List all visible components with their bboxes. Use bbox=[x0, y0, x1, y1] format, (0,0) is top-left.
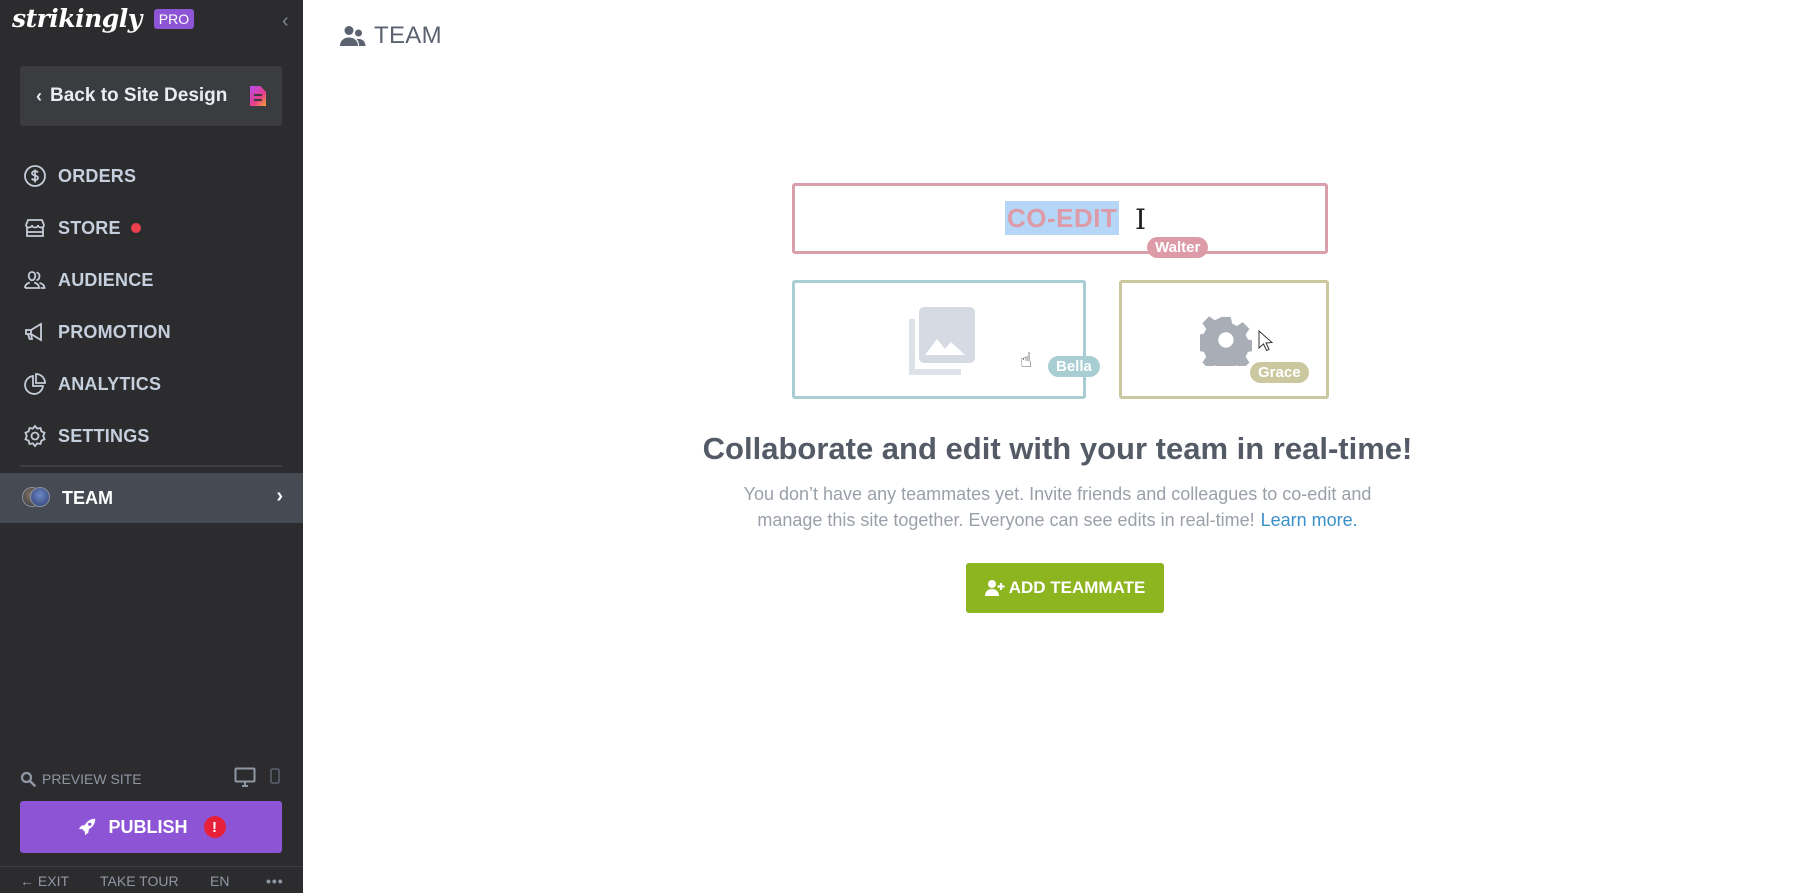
sidebar-item-label: TEAM bbox=[62, 487, 113, 508]
sidebar-item-team[interactable]: TEAM › bbox=[0, 473, 303, 523]
sidebar-item-label: PROMOTION bbox=[58, 321, 171, 342]
description-text: You don’t have any teammates yet. Invite… bbox=[743, 484, 1372, 530]
dollar-circle-icon bbox=[22, 163, 48, 189]
coedit-illustration-image-box: ☝ Bella bbox=[792, 280, 1100, 399]
brand: strikingly PRO bbox=[12, 4, 195, 33]
footer-divider bbox=[0, 866, 303, 867]
empty-state-headline: Collaborate and edit with your team in r… bbox=[702, 431, 1413, 466]
sidebar-item-promotion[interactable]: PROMOTION bbox=[0, 306, 303, 358]
mobile-icon[interactable] bbox=[270, 768, 280, 784]
sidebar-item-orders[interactable]: ORDERS bbox=[0, 150, 303, 202]
sidebar-footer: ← EXIT TAKE TOUR EN ••• bbox=[20, 870, 284, 892]
publish-button[interactable]: PUBLISH ! bbox=[20, 801, 282, 853]
sidebar-nav: ORDERS STORE AUDIENCE PROMOTION bbox=[0, 150, 303, 462]
publish-label: PUBLISH bbox=[108, 816, 188, 837]
alert-icon: ! bbox=[203, 816, 226, 838]
back-button-label: Back to Site Design bbox=[50, 85, 228, 106]
add-user-icon bbox=[984, 580, 1005, 596]
user-tag-bella: Bella bbox=[1048, 356, 1100, 377]
exit-button[interactable]: ← EXIT bbox=[20, 873, 70, 889]
gear-icon bbox=[22, 423, 48, 449]
avatar bbox=[30, 487, 50, 507]
sidebar-item-label: ANALYTICS bbox=[58, 373, 162, 394]
text-cursor-icon: I bbox=[1135, 203, 1147, 236]
more-options-icon[interactable]: ••• bbox=[266, 873, 284, 889]
pie-chart-icon bbox=[22, 371, 48, 397]
gear-icon bbox=[1200, 316, 1252, 366]
users-icon bbox=[22, 267, 48, 293]
add-teammate-button[interactable]: ADD TEAMMATE bbox=[966, 563, 1164, 613]
search-icon bbox=[20, 771, 36, 787]
back-to-site-design-button[interactable]: ‹ Back to Site Design bbox=[20, 66, 282, 126]
team-avatars-icon bbox=[22, 487, 52, 509]
language-selector[interactable]: EN bbox=[210, 873, 230, 889]
notification-dot bbox=[130, 223, 141, 233]
user-tag-grace: Grace bbox=[1250, 362, 1309, 383]
arrow-cursor-icon bbox=[1258, 330, 1274, 352]
store-icon bbox=[22, 215, 48, 241]
rocket-icon bbox=[79, 818, 96, 836]
document-icon bbox=[250, 86, 266, 106]
sidebar-item-settings[interactable]: SETTINGS bbox=[0, 410, 303, 462]
take-tour-button[interactable]: TAKE TOUR bbox=[100, 873, 179, 889]
sidebar-item-analytics[interactable]: ANALYTICS bbox=[0, 358, 303, 410]
hand-cursor-icon: ☝ bbox=[1020, 350, 1033, 372]
coedit-illustration-settings-box: Grace bbox=[1119, 280, 1329, 399]
empty-state-description: You don’t have any teammates yet. Invite… bbox=[0, 481, 1812, 533]
sidebar-item-audience[interactable]: AUDIENCE bbox=[0, 254, 303, 306]
page-header: TEAM bbox=[340, 22, 442, 50]
collapse-sidebar-icon[interactable]: ‹ bbox=[282, 10, 289, 32]
page-title: TEAM bbox=[374, 22, 442, 49]
desktop-icon[interactable] bbox=[234, 767, 256, 787]
add-teammate-label: ADD TEAMMATE bbox=[1008, 578, 1146, 597]
strikingly-logo[interactable]: strikingly bbox=[12, 4, 142, 33]
chevron-right-icon: › bbox=[276, 485, 283, 507]
coedit-illustration-text-box: CO-EDIT I Walter bbox=[792, 183, 1328, 258]
preview-site-label: PREVIEW SITE bbox=[42, 771, 142, 787]
megaphone-icon bbox=[22, 319, 48, 345]
sidebar-item-label: AUDIENCE bbox=[58, 269, 154, 290]
nav-divider bbox=[20, 465, 282, 467]
exit-label: EXIT bbox=[37, 873, 70, 889]
sidebar-item-store[interactable]: STORE bbox=[0, 202, 303, 254]
chevron-left-icon: ‹ bbox=[36, 85, 42, 106]
sidebar: strikingly PRO ‹ ‹ Back to Site Design O… bbox=[0, 0, 303, 893]
team-icon bbox=[340, 26, 366, 46]
coedit-selected-text: CO-EDIT bbox=[1005, 201, 1120, 235]
user-tag-walter: Walter bbox=[1147, 237, 1209, 258]
sidebar-item-label: ORDERS bbox=[58, 165, 137, 186]
sidebar-item-label: STORE bbox=[58, 217, 121, 238]
pro-badge: PRO bbox=[153, 8, 195, 29]
sidebar-item-label: SETTINGS bbox=[58, 425, 150, 446]
preview-site-link[interactable]: PREVIEW SITE bbox=[20, 767, 282, 791]
image-gallery-icon bbox=[909, 307, 975, 375]
learn-more-link[interactable]: Learn more. bbox=[1260, 510, 1358, 530]
